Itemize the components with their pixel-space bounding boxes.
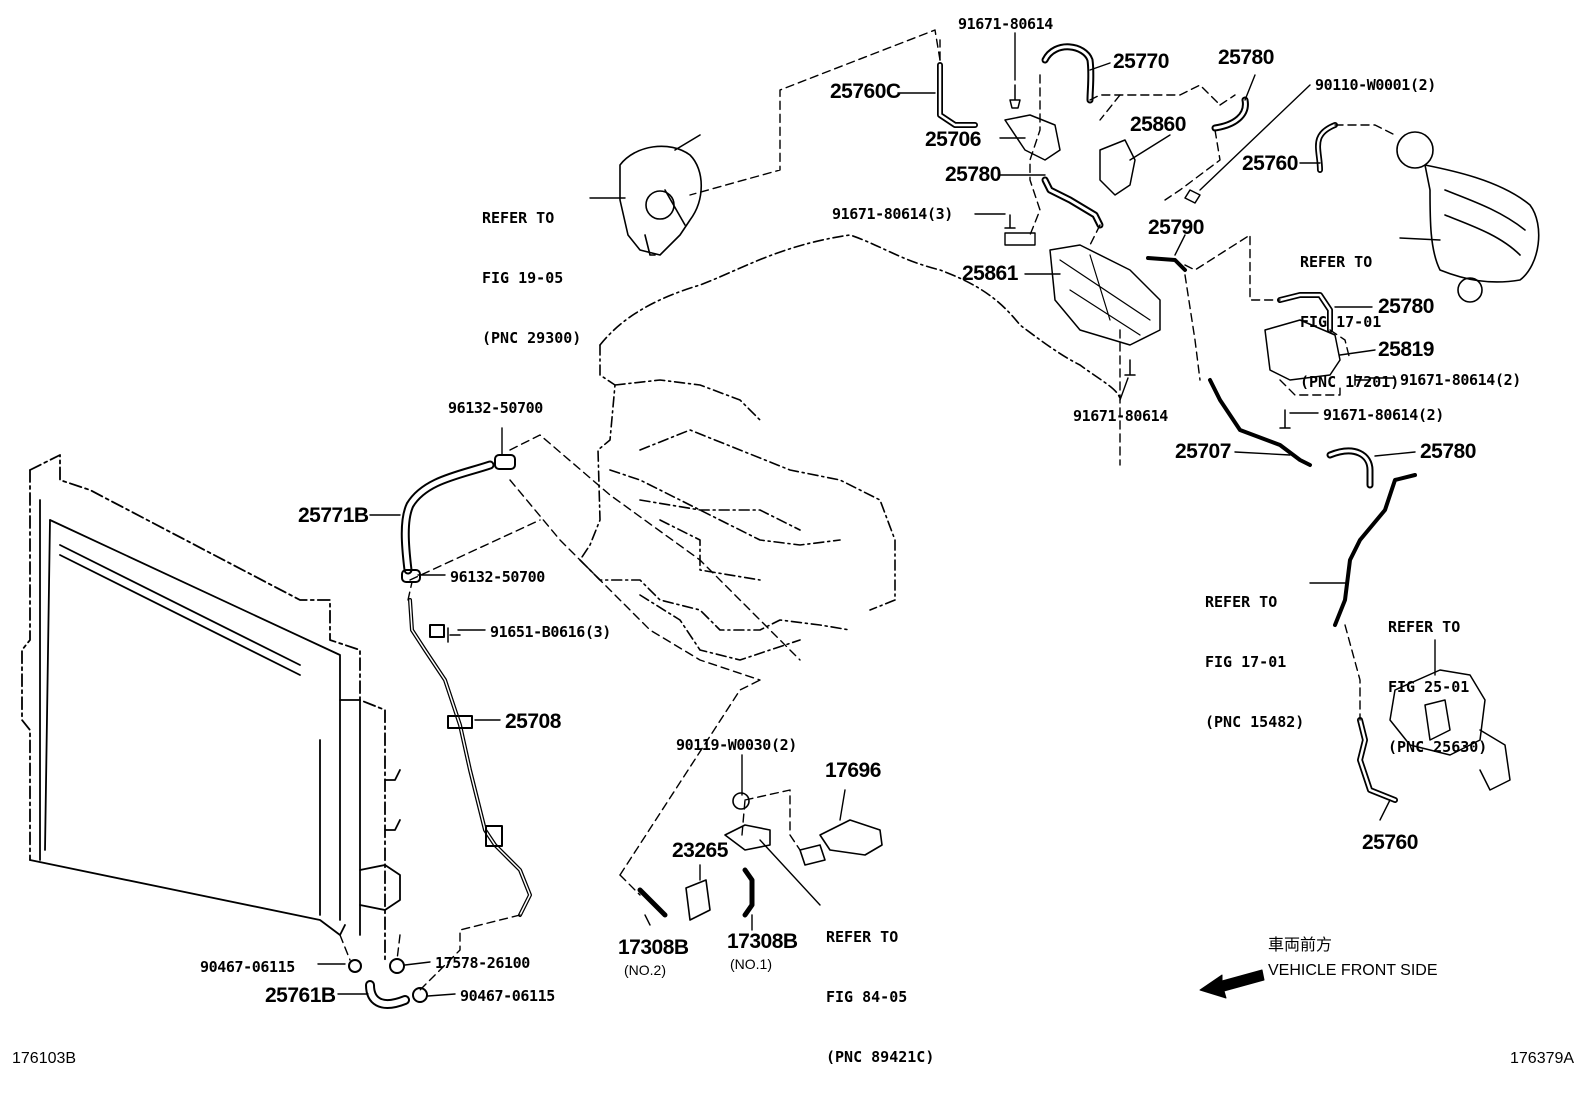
reference-line: REFER TO xyxy=(482,209,555,227)
note-no2: (NO.2) xyxy=(624,962,666,978)
part-label-25760c: 25760C xyxy=(830,80,901,103)
part-label-91671-80614-mid: 91671-80614 xyxy=(1073,407,1168,425)
illustration-code-left: 176103B xyxy=(12,1050,77,1067)
part-label-25819: 25819 xyxy=(1378,338,1434,361)
part-label-91651-b0616: 91651-B0616(3) xyxy=(490,623,611,641)
vsv-cluster xyxy=(937,43,1341,381)
reference-line: (PNC 17201) xyxy=(1300,373,1400,391)
reference-line: FIG 17-01 xyxy=(1205,653,1287,671)
part-label-25780-mid: 25780 xyxy=(945,163,1001,186)
bolts xyxy=(447,84,1371,643)
part-label-90110-w0001: 90110-W0001(2) xyxy=(1315,76,1436,94)
part-label-91671-80614-top: 91671-80614 xyxy=(958,15,1053,33)
part-label-25770: 25770 xyxy=(1113,50,1169,73)
reference-fig-84-05: REFER TO FIG 84-05 (PNC 89421C) xyxy=(826,887,934,1087)
reference-line: REFER TO xyxy=(826,928,899,946)
part-label-25760-bottom: 25760 xyxy=(1362,831,1418,854)
reference-line: REFER TO xyxy=(1388,618,1461,636)
engine-outline xyxy=(579,234,1121,661)
reference-line: (PNC 89421C) xyxy=(826,1048,935,1066)
vehicle-front-arrow xyxy=(1199,969,1265,999)
part-label-25707: 25707 xyxy=(1175,440,1231,463)
reference-fig-25-01: REFER TO FIG 25-01 (PNC 25630) xyxy=(1388,577,1487,777)
part-label-25780-r3: 25780 xyxy=(1420,440,1476,463)
part-label-25706: 25706 xyxy=(925,128,981,151)
part-label-17308b-no1: 17308B xyxy=(727,930,798,953)
part-label-23265: 23265 xyxy=(672,839,728,862)
part-label-96132-50700-top: 96132-50700 xyxy=(448,399,543,417)
reference-fig-17-01-pipe: REFER TO FIG 17-01 (PNC 15482) xyxy=(1205,552,1304,752)
part-label-17696: 17696 xyxy=(825,759,881,782)
vacuum-pump xyxy=(619,134,702,256)
part-label-25771b: 25771B xyxy=(298,504,369,527)
reference-line: (PNC 29300) xyxy=(482,329,582,347)
part-label-25780-r2: 25780 xyxy=(1378,295,1434,318)
hose-assembly-left xyxy=(348,454,532,1009)
egr-assembly xyxy=(1208,378,1511,803)
reference-line: FIG 19-05 xyxy=(482,269,564,287)
part-label-25780-top: 25780 xyxy=(1218,46,1274,69)
reference-line: FIG 17-01 xyxy=(1300,313,1382,331)
part-label-96132-50700-bottom: 96132-50700 xyxy=(450,568,545,586)
reference-fig-17-01-turbo: REFER TO FIG 17-01 (PNC 17201) xyxy=(1300,212,1399,412)
part-label-90467-06115-left: 90467-06115 xyxy=(200,958,295,976)
reference-line: (PNC 25630) xyxy=(1388,738,1488,756)
reference-line: FIG 25-01 xyxy=(1388,678,1470,696)
note-no1: (NO.1) xyxy=(730,956,772,972)
part-label-25708: 25708 xyxy=(505,710,561,733)
part-label-25860: 25860 xyxy=(1130,113,1186,136)
reference-fig-19-05: REFER TO FIG 19-05 (PNC 29300) xyxy=(482,168,581,368)
part-label-25760-right: 25760 xyxy=(1242,152,1298,175)
reference-line: (PNC 15482) xyxy=(1205,713,1305,731)
illustration-code-right: 176379A xyxy=(1510,1050,1575,1067)
part-label-25761b: 25761B xyxy=(265,984,336,1007)
part-label-90467-06115-right: 90467-06115 xyxy=(460,987,555,1005)
part-label-25861: 25861 xyxy=(962,262,1018,285)
reference-lines xyxy=(339,29,1396,991)
part-label-91671-80614-2b: 91671-80614(2) xyxy=(1323,406,1444,424)
part-label-91671-80614-2a: 91671-80614(2) xyxy=(1400,371,1521,389)
part-label-17308b-no2: 17308B xyxy=(618,936,689,959)
vehicle-front-en: VEHICLE FRONT SIDE xyxy=(1268,962,1438,979)
part-label-91671-80614-3: 91671-80614(3) xyxy=(832,205,953,223)
leader-lines xyxy=(317,32,1441,997)
part-label-17578-26100: 17578-26100 xyxy=(435,954,530,972)
reference-line: REFER TO xyxy=(1205,593,1278,611)
vehicle-front-jp: 車両前方 xyxy=(1268,937,1333,954)
part-label-25790: 25790 xyxy=(1148,216,1204,239)
radiator xyxy=(21,454,401,961)
turbocharger xyxy=(1396,131,1540,303)
reference-line: FIG 84-05 xyxy=(826,988,908,1006)
lower-centre-parts xyxy=(637,792,883,921)
reference-line: REFER TO xyxy=(1300,253,1373,271)
part-label-90119-w0030: 90119-W0030(2) xyxy=(676,736,797,754)
